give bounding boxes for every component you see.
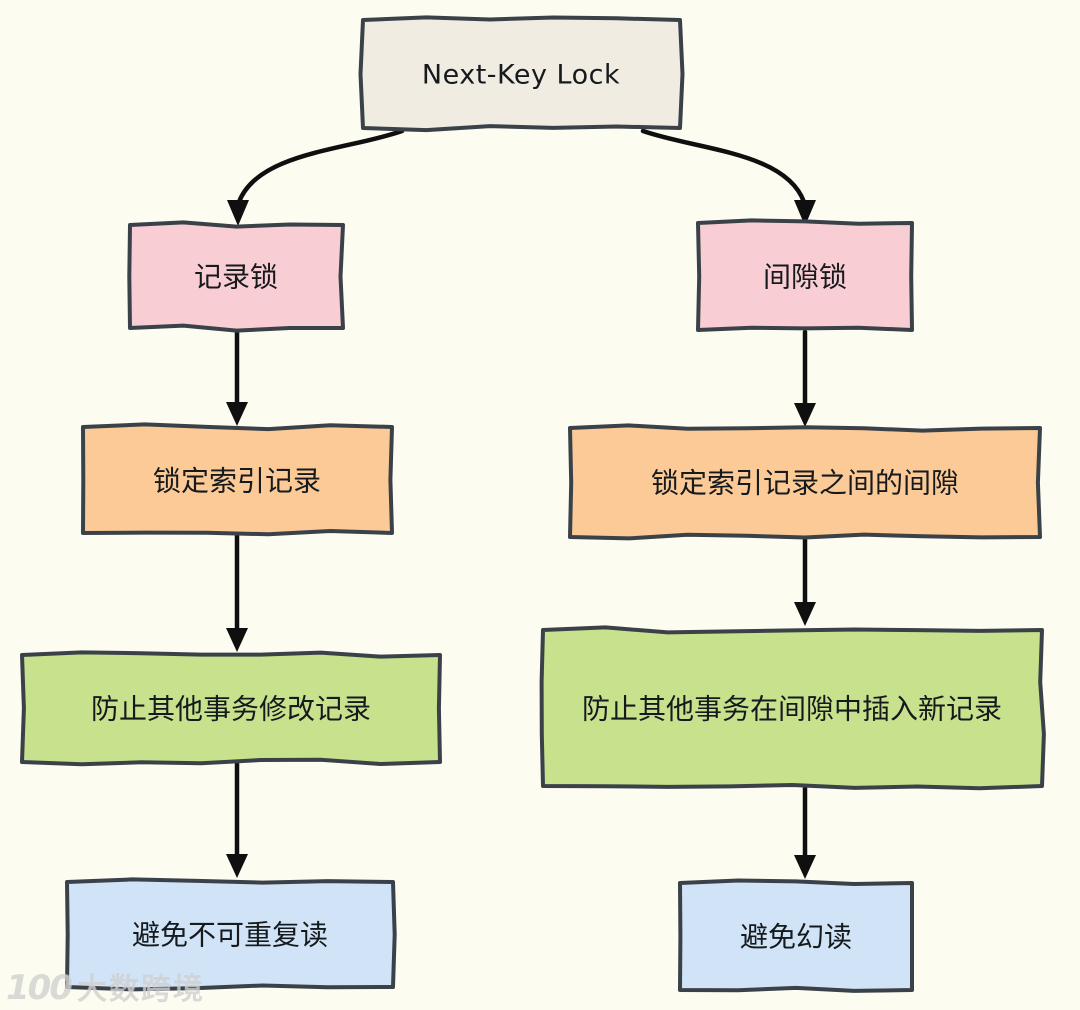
node-label-gap-lock: 间隙锁 <box>763 261 847 294</box>
node-box-record-lock <box>127 220 345 333</box>
arrowhead-avoid-nonrepeatable <box>226 854 248 878</box>
watermark-logo: 100 <box>6 968 73 1008</box>
node-labels: Next-Key Lock 记录锁 间隙锁 锁定索引记录 锁定索引记录之间的间隙… <box>91 60 1002 954</box>
arrowhead-prevent-insert <box>794 602 816 626</box>
node-box-gap-lock <box>696 218 914 332</box>
node-box-prevent-insert <box>539 625 1046 791</box>
node-box-avoid-nonrepeatable-read <box>65 877 397 992</box>
arrowheads <box>226 200 816 879</box>
node-box-lock-index-records <box>81 422 394 537</box>
arrow-root-to-record-lock <box>236 128 405 205</box>
arrowhead-record-lock <box>227 200 249 226</box>
watermark: 100 大数跨境 <box>6 964 205 1008</box>
arrowhead-gap-lock <box>794 200 816 226</box>
node-label-avoid-phantom-read: 避免幻读 <box>740 921 852 954</box>
node-label-prevent-modify: 防止其他事务修改记录 <box>91 693 371 726</box>
node-box-lock-gaps <box>568 423 1042 541</box>
node-box-avoid-phantom-read <box>678 878 914 993</box>
node-label-record-lock: 记录锁 <box>194 261 278 294</box>
node-label-lock-index-records: 锁定索引记录 <box>153 465 321 498</box>
node-box-root <box>358 15 685 133</box>
arrowhead-lock-index <box>226 402 248 426</box>
arrow-root-to-gap-lock <box>640 128 807 205</box>
watermark-text: 大数跨境 <box>76 972 205 1007</box>
arrowhead-lock-gaps <box>794 403 816 427</box>
arrows <box>234 128 808 860</box>
node-box-prevent-modify <box>20 650 442 767</box>
node-label-prevent-insert: 防止其他事务在间隙中插入新记录 <box>582 693 1002 726</box>
node-label-root: Next-Key Lock <box>422 60 620 91</box>
arrowhead-avoid-phantom <box>794 855 816 879</box>
arrowhead-prevent-modify <box>226 628 248 652</box>
node-boxes <box>20 15 1046 993</box>
node-label-lock-gaps: 锁定索引记录之间的间隙 <box>651 467 959 500</box>
node-label-avoid-nonrepeatable-read: 避免不可重复读 <box>132 919 328 952</box>
